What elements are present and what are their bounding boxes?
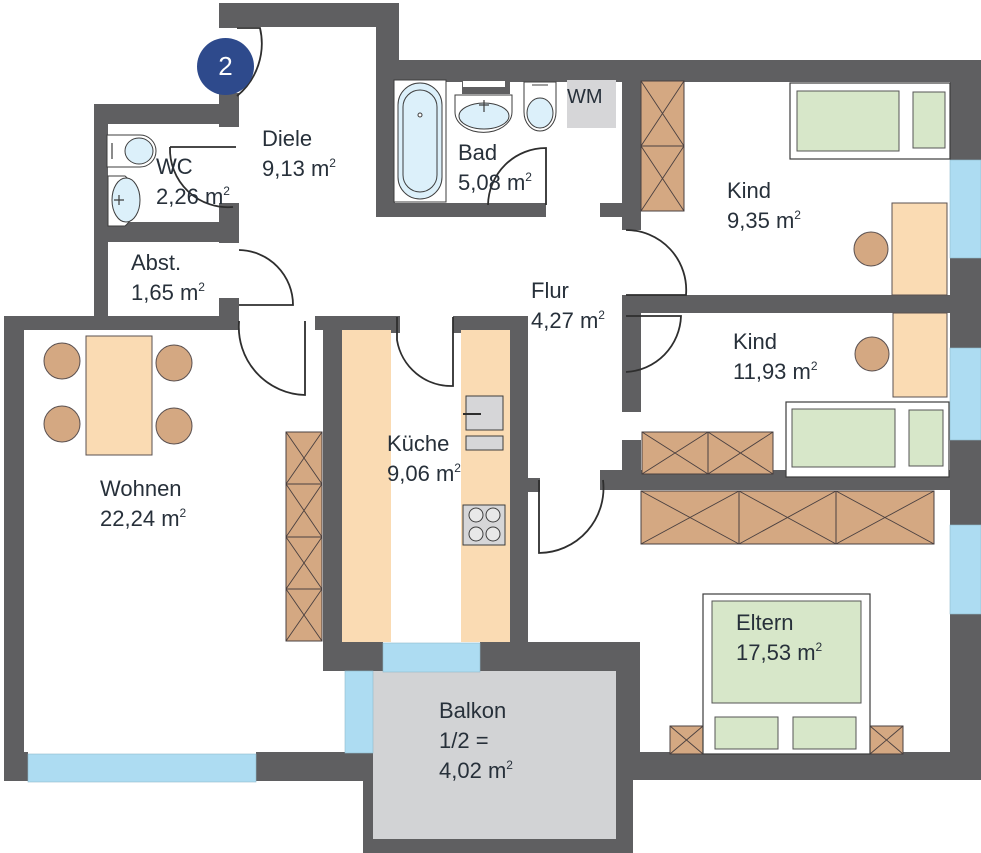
room-area: 11,93 m2 — [733, 359, 818, 384]
room-name: Eltern — [736, 610, 794, 635]
room-area: 2,26 m2 — [156, 184, 230, 209]
wardrobes — [285, 80, 935, 755]
room-name: Kind — [727, 178, 772, 203]
room-label-kind-2: Kind 11,93 m2 — [733, 327, 818, 387]
room-label-diele: Diele 9,13 m2 — [262, 124, 336, 184]
room-label-wohnen: Wohnen 22,24 m2 — [100, 474, 186, 534]
room-area: 22,24 m2 — [100, 506, 187, 531]
room-area: 9,35 m2 — [727, 208, 801, 233]
room-area: 5,08 m2 — [458, 170, 532, 195]
room-area: 17,53 m2 — [736, 640, 823, 665]
room-area: 4,27 m2 — [531, 308, 605, 333]
bad-toilet-icon — [523, 81, 557, 132]
bathtub-icon — [393, 79, 447, 203]
doors — [169, 27, 688, 554]
room-label-kueche: Küche 9,06 m2 — [387, 429, 461, 489]
room-area: 1,65 m2 — [131, 280, 205, 305]
room-area: 4,02 m2 — [439, 758, 513, 783]
stove-icon — [462, 504, 506, 546]
kind2-furniture — [785, 312, 950, 478]
room-label-flur: Flur 4,27 m2 — [531, 276, 605, 336]
room-name: Diele — [262, 126, 313, 151]
windows — [27, 159, 981, 783]
room-area-prefix: 1/2 = — [439, 728, 489, 753]
washing-machine-label: WM — [567, 86, 603, 108]
room-label-wc: WC 2,26 m2 — [156, 152, 230, 212]
room-label-balkon: Balkon 1/2 = 4,02 m2 — [439, 696, 513, 786]
room-name: Küche — [387, 431, 450, 456]
bad-sink-icon — [454, 80, 513, 133]
unit-number-badge: 2 — [197, 38, 254, 95]
room-label-kind-1: Kind 9,35 m2 — [727, 176, 801, 236]
balcony-floor — [373, 671, 616, 839]
kitchen-counters — [342, 330, 510, 642]
eltern-furniture — [702, 593, 871, 755]
wc-toilet-icon — [106, 134, 157, 168]
room-name: Kind — [733, 329, 778, 354]
room-name: Abst. — [131, 250, 182, 275]
room-name: WC — [156, 154, 193, 179]
room-area: 9,13 m2 — [262, 156, 336, 181]
room-name: Bad — [458, 140, 498, 165]
dining-set — [43, 335, 193, 456]
wc-sink-icon — [107, 175, 141, 227]
kind1-furniture — [789, 82, 951, 296]
room-label-eltern: Eltern 17,53 m2 — [736, 608, 822, 668]
room-label-bad: Bad 5,08 m2 — [458, 138, 532, 198]
room-name: Flur — [531, 278, 569, 303]
room-label-abst: Abst. 1,65 m2 — [131, 248, 205, 308]
room-name: Balkon — [439, 698, 507, 723]
washing-machine — [567, 80, 616, 128]
room-area: 9,06 m2 — [387, 461, 461, 486]
room-name: Wohnen — [100, 476, 182, 501]
